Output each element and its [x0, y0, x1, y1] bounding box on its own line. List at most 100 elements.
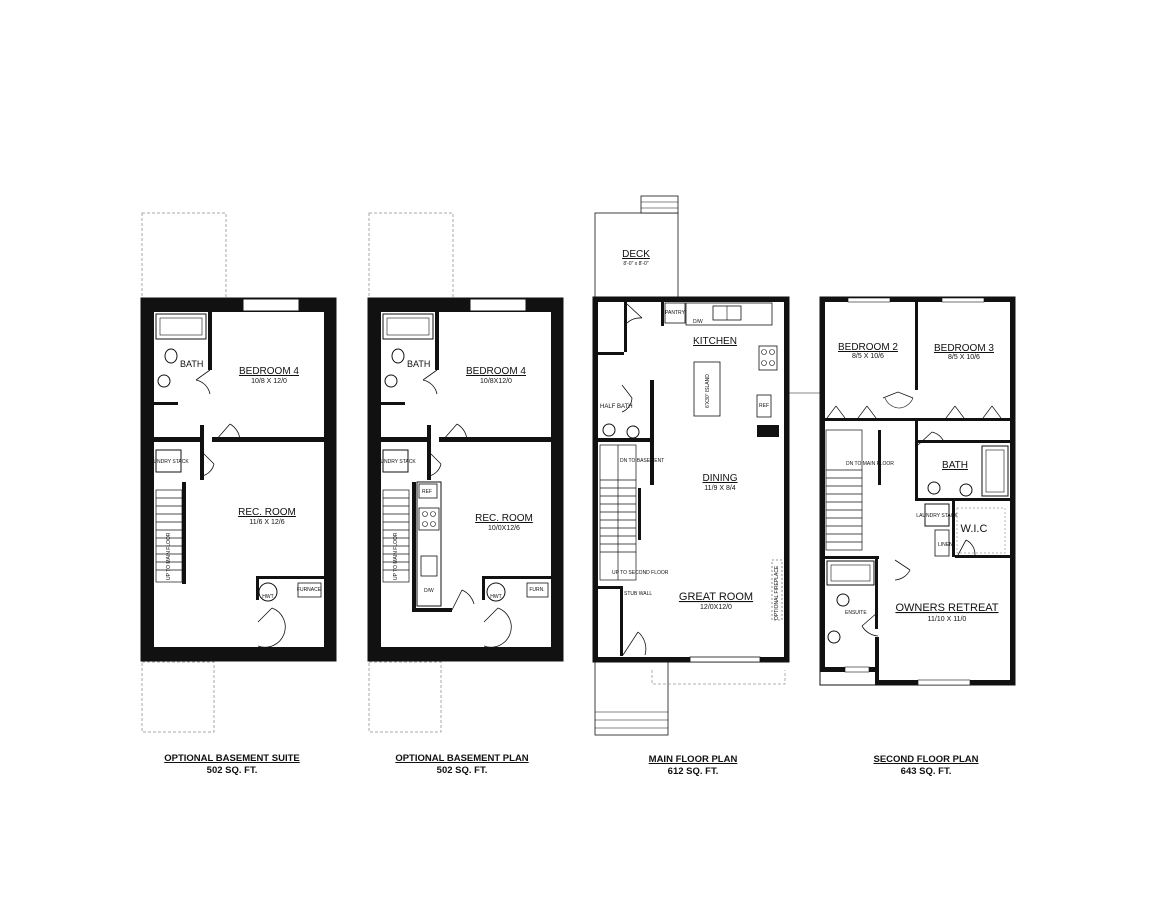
kitchen-sink [420, 555, 438, 577]
wic-outline [956, 507, 1006, 554]
bath-label: BATH [942, 460, 968, 471]
deck [594, 212, 679, 299]
ensuite-label: ENSUITE [845, 610, 867, 616]
stairs [599, 444, 637, 581]
plan-title: SECOND FLOOR PLAN [873, 754, 979, 765]
stove [758, 345, 778, 371]
bedroom-label: BEDROOM 4 [466, 366, 526, 377]
ref-label: REF [422, 489, 432, 495]
up-to-second-floor-label: UP TO SECOND FLOOR [612, 570, 669, 576]
bath-label: BATH [407, 359, 430, 369]
plan-area: 612 SQ. FT. [667, 766, 719, 777]
laundry-label: LAUNDRY STACK [374, 459, 416, 465]
kitchen-label: KITCHEN [693, 336, 737, 347]
ensuite-door [861, 611, 879, 637]
hot-water-tank [486, 582, 506, 602]
ref-label: REF [759, 403, 769, 409]
bathtub [981, 445, 1009, 497]
toilet [391, 348, 405, 364]
plan-title: OPTIONAL BASEMENT SUITE [164, 753, 300, 764]
kitchenette-counter [416, 481, 442, 607]
laundry-label: LAUNDRY STACK [916, 513, 958, 519]
sink [927, 481, 941, 495]
hwt-label: HWT [262, 594, 273, 600]
window [844, 666, 870, 673]
plan-basement: BATH BEDROOM 4 10/8X12/0 LAUNDRY STACK R… [367, 212, 564, 733]
half-bath-label: HALF BATH [600, 404, 633, 410]
stairs [155, 489, 183, 583]
deck-label: DECK [622, 249, 650, 260]
wic-label: W.I.C [961, 523, 988, 535]
furnace-label: FURN. [529, 587, 544, 593]
upper-dashed-outline [368, 212, 454, 299]
linen-closet [934, 529, 950, 557]
closet-doors-bed3 [945, 405, 1002, 419]
laundry-stack [924, 503, 950, 527]
dishwasher-label: D/W [424, 588, 434, 594]
upper-dashed-outline [141, 212, 227, 299]
owners-retreat-label: OWNERS RETREAT [895, 602, 998, 614]
mech-door [483, 607, 512, 648]
stairs-label: UP TO MAIN FLOOR [393, 532, 399, 580]
rec-room-label: REC. ROOM [238, 507, 296, 518]
owners-door [894, 559, 911, 581]
laundry-door [201, 451, 215, 477]
dashed-overhang [651, 670, 786, 685]
plan-area: 502 SQ. FT. [436, 765, 488, 776]
furnace [526, 582, 549, 598]
laundry-stack [155, 449, 182, 473]
toilet [602, 423, 616, 437]
bedroom-door [215, 423, 241, 441]
pantry [664, 302, 686, 324]
plan-second-floor: BEDROOM 2 8/5 X 10/6 BEDROOM 3 8/5 X 10/… [789, 296, 1016, 686]
linen-label: LINEN [938, 542, 953, 548]
plan-basement-suite: BATH BEDROOM 4 10/8 X 12/0 LAUNDRY STACK… [140, 212, 337, 733]
lower-dashed-outline [141, 661, 215, 733]
bedroom-door [442, 423, 468, 441]
exterior-walls [592, 296, 790, 663]
deck-door [626, 303, 643, 324]
plan-title: MAIN FLOOR PLAN [648, 754, 738, 765]
toilet [164, 348, 178, 364]
hwt-label: HWT [490, 594, 501, 600]
plan-area: 643 SQ. FT. [900, 766, 952, 777]
wic-door [957, 539, 976, 556]
window [941, 297, 985, 303]
window [847, 297, 891, 303]
laundry-door [428, 451, 442, 477]
stairs-label: UP TO MAIN FLOOR [166, 532, 172, 580]
lower-dashed-outline [368, 661, 442, 733]
stairs [825, 429, 863, 551]
bath-door [195, 369, 211, 395]
dining-dimensions: 11/9 X 8/4 [704, 485, 736, 492]
laundry-label: LAUNDRY STACK [147, 459, 189, 465]
kitchen-door [451, 589, 475, 611]
bedroom-2-dimensions: 8/5 X 10/6 [852, 353, 884, 360]
down-to-main-floor-label: DN TO MAIN FLOOR [846, 461, 894, 467]
sink [157, 374, 171, 388]
stove [418, 507, 440, 531]
bedroom-doors [882, 391, 914, 399]
plan-title: OPTIONAL BASEMENT PLAN [395, 753, 529, 764]
deck-dimensions: 8'-0" x 8'-0" [623, 261, 648, 267]
caption-second-floor: SECOND FLOOR PLAN 643 SQ. FT. [816, 754, 1036, 778]
mech-door [257, 607, 286, 648]
fireplace [771, 559, 783, 621]
rec-room-label: REC. ROOM [475, 513, 533, 524]
caption-basement-suite: OPTIONAL BASEMENT SUITE 502 SQ. FT. [122, 753, 342, 777]
stub-wall-label: STUB WALL [624, 591, 652, 597]
bedroom-label: BEDROOM 4 [239, 366, 299, 377]
refrigerator [756, 394, 772, 418]
pantry-label: PANTRY [665, 310, 685, 316]
front-porch [594, 661, 669, 736]
down-to-basement-label: DN TO BASEMENT [620, 458, 664, 464]
window [469, 298, 527, 312]
refrigerator [418, 483, 438, 499]
sink [626, 425, 640, 439]
stairs [382, 489, 410, 583]
bedroom-3-label: BEDROOM 3 [934, 343, 994, 354]
plan-area: 502 SQ. FT. [206, 765, 258, 776]
window [689, 656, 761, 663]
island-label: 6'X30" ISLAND [705, 374, 711, 408]
